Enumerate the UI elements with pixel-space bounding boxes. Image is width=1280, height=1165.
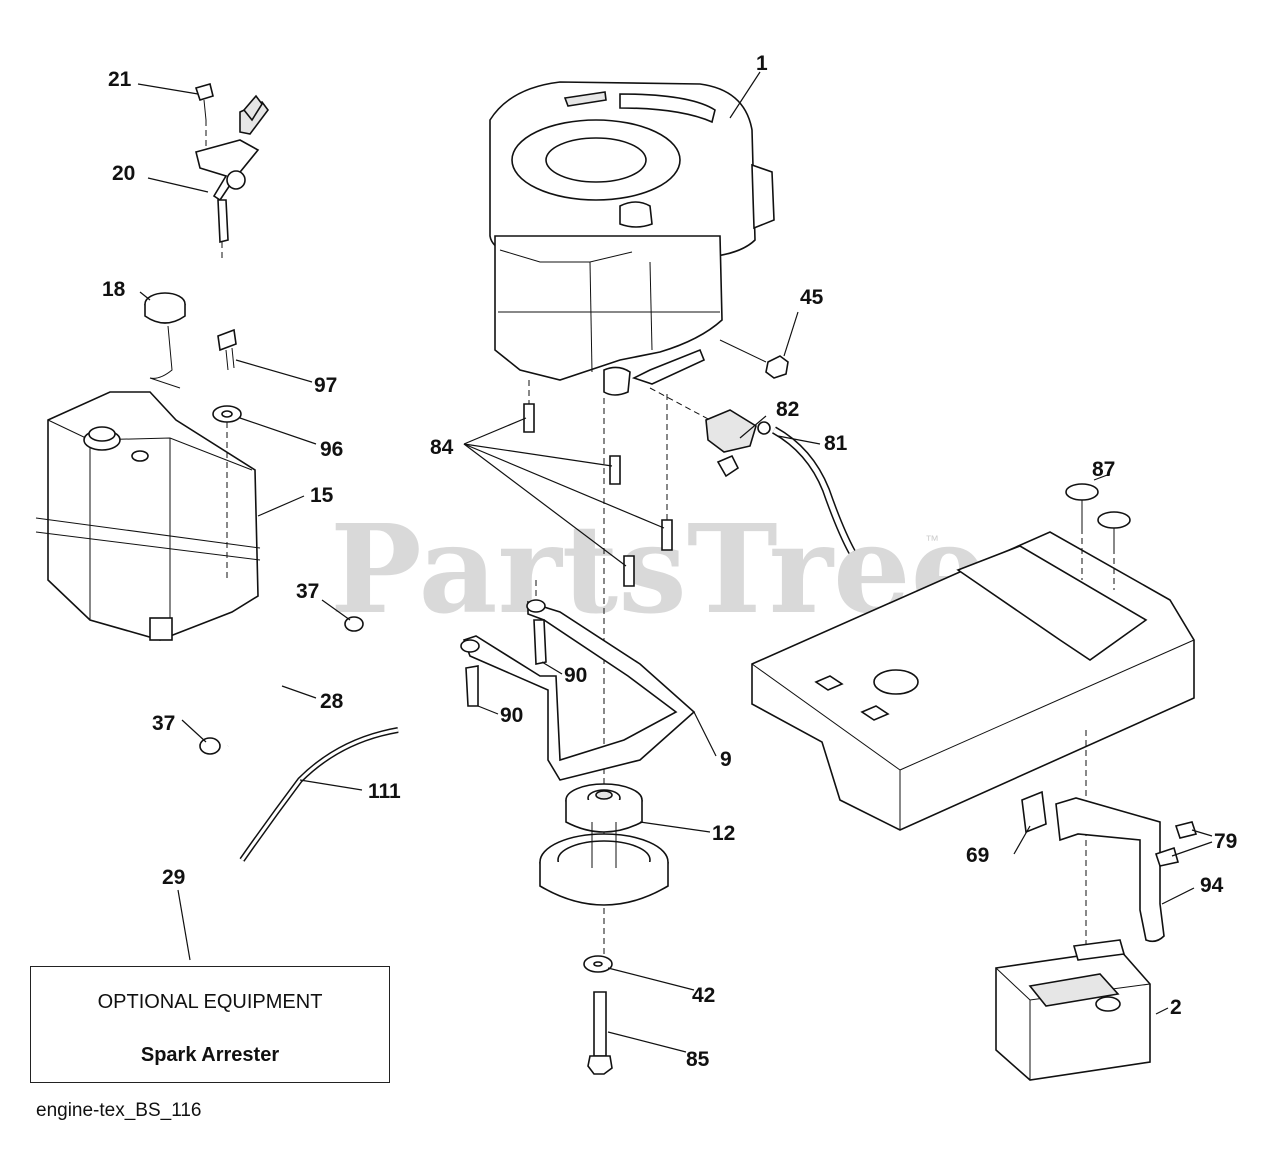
callout-37-upper: 37	[296, 580, 319, 603]
callout-90-lower: 90	[500, 704, 523, 727]
callout-28: 28	[320, 690, 344, 713]
callout-97: 97	[314, 374, 337, 397]
exhaust-bolt-part-lower[interactable]	[1154, 846, 1180, 867]
hose-clamp-part-upper[interactable]	[344, 616, 364, 632]
callout-29: 29	[162, 866, 185, 889]
callout-21: 21	[108, 68, 132, 91]
callout-94: 94	[1200, 874, 1224, 897]
callout-42: 42	[692, 984, 715, 1007]
pulley-washer-part[interactable]	[583, 955, 613, 973]
callout-69: 69	[966, 844, 989, 867]
callout-111: 111	[368, 780, 401, 803]
diagram-code-label: engine-tex_BS_116	[36, 1100, 202, 1121]
callout-85: 85	[686, 1048, 710, 1071]
callouts: 1 2 9 12 15 18 20 21 28 29 37 37 42 45 6…	[102, 52, 1237, 1071]
callout-82: 82	[776, 398, 799, 421]
callout-15: 15	[310, 484, 334, 507]
callout-12: 12	[712, 822, 735, 845]
optional-equipment-title: OPTIONAL EQUIPMENT	[97, 991, 323, 1013]
engine-bolt-part-b[interactable]	[609, 455, 621, 485]
engine-bolt-part-c[interactable]	[661, 394, 673, 551]
leader-lines	[137, 71, 1213, 1053]
optional-equipment-item[interactable]: Spark Arrester	[140, 1044, 280, 1066]
exhaust-gasket-part[interactable]	[1021, 790, 1047, 834]
nut-part[interactable]	[719, 339, 789, 379]
callout-79: 79	[1214, 830, 1237, 853]
callout-96: 96	[320, 438, 343, 461]
callout-9: 9	[720, 748, 732, 771]
frame-plate-part[interactable]	[751, 531, 1195, 831]
fuel-cap-part[interactable]	[144, 292, 186, 389]
exhaust-pipe-part[interactable]	[1055, 797, 1165, 943]
fuel-fitting-part[interactable]	[649, 387, 771, 478]
callout-81: 81	[824, 432, 848, 455]
engine-pulley-part[interactable]	[539, 783, 669, 906]
callout-1: 1	[756, 52, 768, 75]
frame-washer-part-rear[interactable]	[1065, 483, 1099, 580]
engine-bracket-part[interactable]	[460, 580, 696, 781]
engine-bolt-part-d[interactable]	[623, 555, 635, 587]
fuel-hose-part-engine[interactable]	[772, 426, 856, 554]
screw-part[interactable]	[217, 328, 237, 371]
engine-bolt-part-a[interactable]	[523, 380, 535, 433]
throttle-control-part[interactable]	[195, 94, 269, 260]
pulley-bolt-part[interactable]	[587, 991, 613, 1075]
muffler-part[interactable]	[995, 939, 1151, 1081]
throttle-screw-part[interactable]	[194, 83, 214, 148]
hose-clamp-part-lower[interactable]	[199, 737, 221, 755]
watermark-trademark: ™	[925, 532, 939, 548]
exhaust-bolt-part-upper[interactable]	[1174, 821, 1198, 839]
engine-part[interactable]	[489, 81, 775, 396]
washer-part[interactable]	[212, 405, 242, 580]
callout-2: 2	[1170, 996, 1182, 1019]
callout-20: 20	[112, 162, 135, 185]
callout-90-upper: 90	[564, 664, 587, 687]
callout-84: 84	[430, 436, 454, 459]
frame-washer-part-front[interactable]	[1097, 511, 1131, 590]
fuel-tank-part[interactable]	[35, 391, 261, 641]
callout-37-lower: 37	[152, 712, 175, 735]
bracket-bolt-part-upper[interactable]	[533, 619, 547, 665]
callout-45: 45	[800, 286, 824, 309]
bracket-bolt-part-lower[interactable]	[465, 665, 479, 707]
optional-equipment-box: OPTIONAL EQUIPMENT Spark Arrester	[30, 966, 390, 1083]
callout-87: 87	[1092, 458, 1115, 481]
callout-18: 18	[102, 278, 126, 301]
